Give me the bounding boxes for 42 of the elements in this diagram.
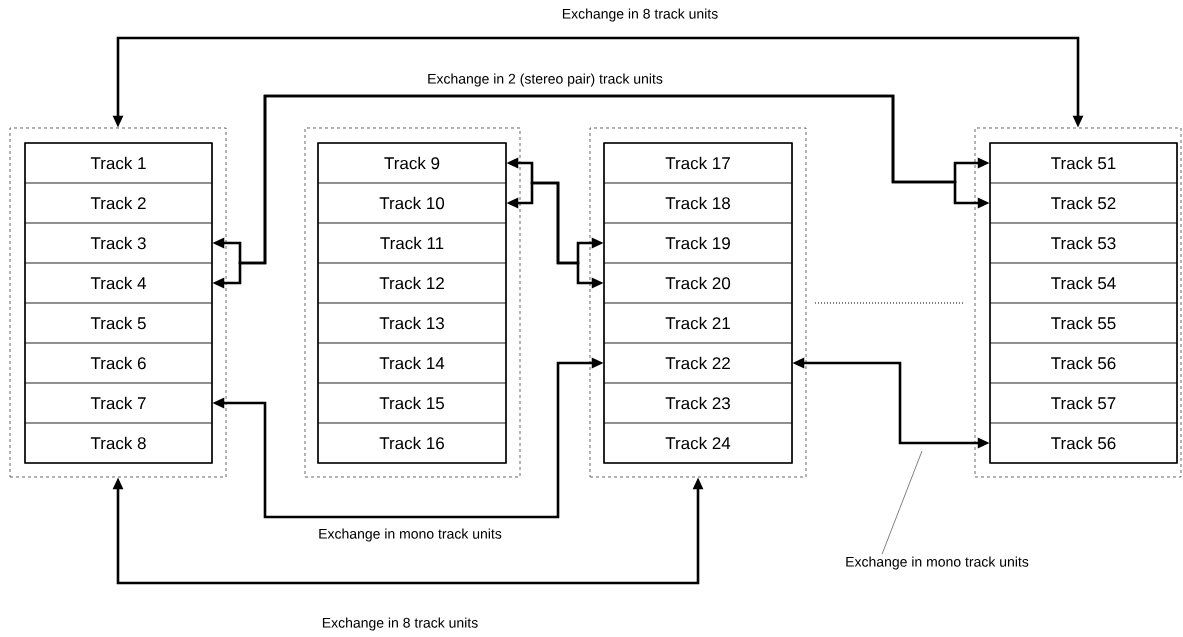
group-box [304, 127, 521, 478]
track-row: Track 19 [603, 222, 793, 264]
track-row: Track 2 [24, 182, 213, 224]
track-row: Track 21 [603, 302, 793, 344]
track-row: Track 18 [603, 182, 793, 224]
node-label: Track 17 [665, 156, 730, 170]
edge-label: Exchange in mono track units [316, 526, 504, 544]
track-row: Track 55 [989, 302, 1178, 344]
track-row: Track 3 [24, 222, 213, 264]
track-row: Track 8 [24, 422, 213, 464]
track-row: Track 20 [603, 262, 793, 304]
track-row: Track 56 [989, 422, 1178, 464]
track-row: Track 52 [989, 182, 1178, 224]
group-box [974, 127, 1182, 478]
track-row: Track 22 [603, 342, 793, 384]
track-row: Track 11 [317, 222, 507, 264]
edge-label: Exchange in 2 (stereo pair) track units [425, 71, 665, 89]
track-row: Track 10 [317, 182, 507, 224]
track-row: Track 54 [989, 262, 1178, 304]
track-row: Track 4 [24, 262, 213, 304]
edge-label: Exchange in mono track units [846, 556, 1029, 570]
track-row: Track 6 [24, 342, 213, 384]
track-row: Track 12 [317, 262, 507, 304]
track-row: Track 57 [989, 382, 1178, 424]
edge-label: Exchange in 8 track units [559, 6, 721, 24]
track-row: Track 7 [24, 382, 213, 424]
node-label: Track 1 [90, 156, 146, 170]
node-label: Track 9 [384, 156, 440, 170]
group-box [9, 127, 227, 478]
group-box [589, 127, 807, 478]
track-row: Track 16 [317, 422, 507, 464]
leader-line [881, 450, 923, 555]
track-row: Track 15 [317, 382, 507, 424]
track-row: Track 53 [989, 222, 1178, 264]
track-row: Track 23 [603, 382, 793, 424]
track-row: Track 5 [24, 302, 213, 344]
track-row: Track 14 [317, 342, 507, 384]
track-row: Track 24 [603, 422, 793, 464]
node-label: Track 51 [1051, 156, 1116, 170]
edge-label: Exchange in 8 track units [319, 615, 481, 633]
track-row: Track 56 [989, 342, 1178, 384]
track-row: Track 13 [317, 302, 507, 344]
